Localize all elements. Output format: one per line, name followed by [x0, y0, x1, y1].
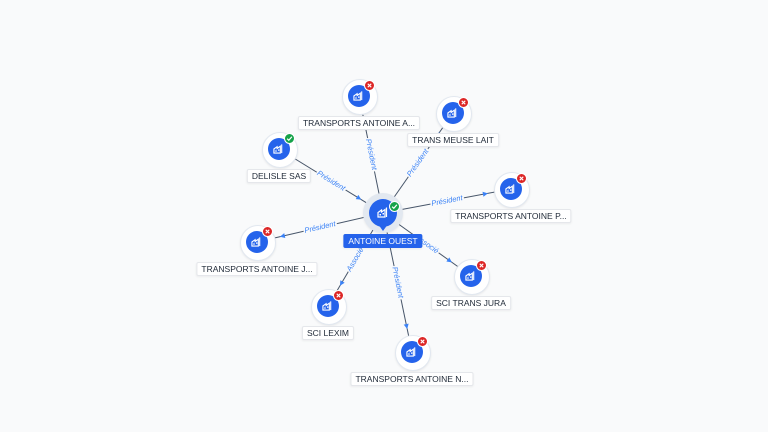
pin-marker	[378, 224, 388, 231]
edge-arrow-delisle	[355, 194, 362, 200]
cross-icon	[417, 336, 428, 347]
cross-icon	[364, 80, 375, 91]
cross-icon	[516, 173, 527, 184]
edge-arrow-tap	[482, 191, 488, 197]
node-label[interactable]: TRANSPORTS ANTOINE P...	[450, 209, 572, 223]
check-icon	[284, 133, 295, 144]
edge-arrow-lexim	[339, 280, 345, 286]
edge-label-tan: Président	[390, 266, 405, 300]
edge-label-taj: Président	[303, 219, 337, 235]
edge-label-tml: Président	[405, 146, 431, 178]
edge-arrow-tan	[403, 323, 409, 329]
building-icon	[317, 295, 339, 317]
edge-tap	[382, 188, 512, 214]
cross-icon	[458, 97, 469, 108]
node-label[interactable]: TRANSPORTS ANTOINE A...	[297, 116, 421, 130]
edge-taj	[256, 212, 384, 243]
node-label[interactable]: SCI TRANS JURA	[431, 296, 511, 310]
cross-icon	[476, 260, 487, 271]
edge-label-ta_top: Président	[364, 138, 379, 172]
building-icon	[442, 102, 464, 124]
node-label[interactable]: TRANSPORTS ANTOINE J...	[196, 262, 318, 276]
node-label[interactable]: SCI LEXIM	[301, 326, 355, 340]
node-label[interactable]: ANTOINE OUEST	[343, 234, 423, 248]
building-icon	[246, 231, 268, 253]
building-icon	[401, 341, 423, 363]
building-icon	[268, 138, 290, 160]
node-label[interactable]: DELISLE SAS	[246, 169, 312, 183]
edge-arrow-taj	[279, 233, 286, 239]
edge-label-tap: Président	[431, 193, 465, 208]
edge-label-lexim: Associé	[344, 246, 366, 274]
check-icon	[389, 201, 400, 212]
node-label[interactable]: TRANS MEUSE LAIT	[407, 133, 499, 147]
edge-arrow-jura	[446, 257, 452, 263]
building-icon	[460, 265, 482, 287]
cross-icon	[262, 226, 273, 237]
building-icon	[348, 85, 370, 107]
edge-label-delisle: Président	[315, 168, 347, 193]
building-icon	[500, 178, 522, 200]
node-label[interactable]: TRANSPORTS ANTOINE N...	[350, 372, 474, 386]
cross-icon	[333, 290, 344, 301]
